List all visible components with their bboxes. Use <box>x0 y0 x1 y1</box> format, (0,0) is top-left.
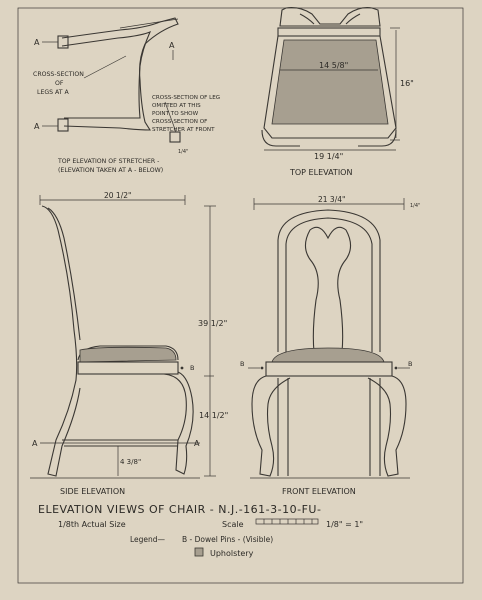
top-seat-upholstery <box>271 39 389 125</box>
leg-section-bottom <box>57 118 69 132</box>
side-seat-upholstery <box>79 346 177 363</box>
side-elevation-view <box>30 195 216 479</box>
top-elevation-view <box>261 7 400 151</box>
top-depth: 16" <box>400 79 414 88</box>
omit-note-2: OMITTED AT THIS <box>152 103 201 109</box>
section-a-bottom: A <box>34 122 40 131</box>
seat-height: 14 1/2" <box>199 411 228 420</box>
stretcher-note-2: (ELEVATION TAKEN AT A - BELOW) <box>58 167 163 174</box>
small-dim: 1/4" <box>178 149 188 155</box>
actual-size: 1/8th Actual Size <box>58 520 126 529</box>
top-elevation-label: TOP ELEVATION <box>289 168 352 177</box>
side-b: B <box>190 364 194 372</box>
legs-leader <box>83 55 127 79</box>
stretcher-height: 4 3/8" <box>120 458 141 466</box>
omit-note-5: STRETCHER AT FRONT <box>152 127 215 133</box>
scale-value: 1/8" = 1" <box>326 520 363 529</box>
side-a-left: A <box>32 439 38 448</box>
top-seat-width: 14 5/8" <box>319 61 348 70</box>
side-a-right: A <box>194 439 200 448</box>
legend-label: Legend— <box>130 535 166 544</box>
front-seat-upholstery <box>271 347 385 363</box>
front-elevation-view <box>248 198 410 479</box>
side-depth: 20 1/2" <box>104 191 131 200</box>
section-a-top: A <box>34 38 40 47</box>
omit-note-4: CROSS-SECTION OF <box>152 119 207 125</box>
front-elevation-label: FRONT ELEVATION <box>282 487 356 496</box>
main-title: ELEVATION VIEWS OF CHAIR - N.J.-161-3-10… <box>38 503 321 516</box>
stretcher-top-elevation <box>42 17 181 143</box>
front-quarter: 1/4" <box>410 203 420 209</box>
stretcher-note-1: TOP ELEVATION OF STRETCHER - <box>57 158 159 165</box>
front-splat <box>304 226 352 353</box>
upholstery-swatch <box>194 547 204 557</box>
overall-height: 39 1/2" <box>198 319 227 328</box>
front-width: 21 3/4" <box>318 195 345 204</box>
omit-note-3: POINT TO SHOW <box>152 111 199 117</box>
legend-dowel: B - Dowel Pins - (Visible) <box>182 535 273 544</box>
sheet-border <box>17 7 464 584</box>
scale-bar <box>255 518 319 525</box>
legend-upholstery: Upholstery <box>210 549 254 558</box>
scale-label: Scale <box>222 520 244 529</box>
side-elevation-label: SIDE ELEVATION <box>60 487 125 496</box>
legs-note-2: OF <box>55 80 64 87</box>
top-front-width: 19 1/4" <box>314 152 343 161</box>
front-b-left: B <box>240 360 244 368</box>
stretcher-section <box>169 131 181 143</box>
front-b-right: B <box>408 360 412 368</box>
legs-note-1: CROSS-SECTION <box>33 71 84 78</box>
legs-note-3: LEGS AT A <box>37 89 70 96</box>
omit-note-1: CROSS-SECTION OF LEG <box>152 95 220 101</box>
section-a-right: A <box>169 41 175 50</box>
